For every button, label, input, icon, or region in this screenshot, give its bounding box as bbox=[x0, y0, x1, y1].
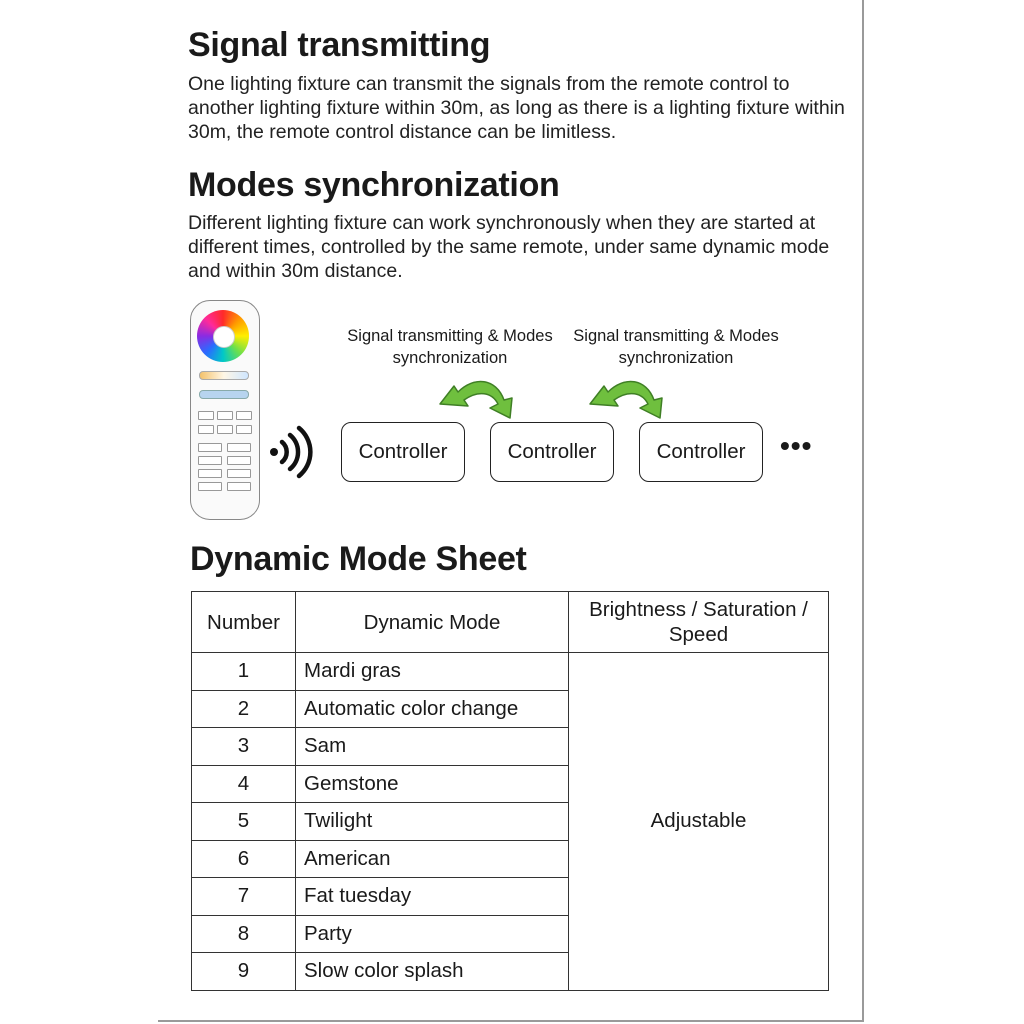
remote-zone-button bbox=[227, 482, 251, 491]
modes-synchronization-text: Different lighting fixture can work sync… bbox=[188, 212, 830, 282]
table-row: 5 Twilight bbox=[191, 802, 829, 841]
row-number: 9 bbox=[191, 952, 296, 991]
curved-arrow-icon bbox=[439, 380, 513, 419]
page-edge-right bbox=[862, 0, 864, 1022]
table-header-row: Number Dynamic Mode Brightness / Saturat… bbox=[191, 591, 829, 653]
remote-button-w bbox=[217, 411, 233, 420]
row-mode: Slow color splash bbox=[295, 952, 569, 991]
arrow-label-1: Signal transmitting & Modes synchronizat… bbox=[347, 327, 553, 367]
signal-transmitting-heading: Signal transmitting bbox=[188, 26, 491, 64]
signal-transmitting-text: One lighting fixture can transmit the si… bbox=[188, 73, 845, 143]
row-mode: Party bbox=[295, 914, 569, 953]
remote-zone-button bbox=[227, 456, 251, 465]
row-mode: Gemstone bbox=[295, 764, 569, 803]
remote-zone-button bbox=[227, 469, 251, 478]
brightness-slider bbox=[199, 390, 249, 399]
controller-box-2: Controller bbox=[490, 422, 614, 482]
row-mode: Twilight bbox=[295, 802, 569, 841]
controller-box-1: Controller bbox=[341, 422, 465, 482]
remote-button-off bbox=[236, 411, 252, 420]
dynamic-mode-table: Number Dynamic Mode Brightness / Saturat… bbox=[191, 591, 829, 991]
row-number: 8 bbox=[191, 914, 296, 953]
column-header-brightness-saturation-speed: Brightness / Saturation / Speed bbox=[568, 591, 829, 653]
row-number: 1 bbox=[191, 652, 296, 691]
curved-arrow-icon bbox=[589, 380, 663, 419]
row-number: 6 bbox=[191, 839, 296, 878]
table-row: 1 Mardi gras Adjustable bbox=[191, 652, 829, 991]
row-number: 5 bbox=[191, 802, 296, 841]
adjustable-cell: Adjustable bbox=[568, 652, 829, 991]
table-row: 6 American bbox=[191, 839, 829, 878]
row-number: 2 bbox=[191, 689, 296, 728]
row-number: 7 bbox=[191, 877, 296, 916]
column-header-dynamic-mode: Dynamic Mode bbox=[295, 591, 569, 653]
dynamic-mode-sheet-heading: Dynamic Mode Sheet bbox=[190, 540, 527, 578]
row-mode: American bbox=[295, 839, 569, 878]
row-mode: Fat tuesday bbox=[295, 877, 569, 916]
wireless-signal-icon bbox=[270, 425, 313, 479]
page-edge-bottom bbox=[158, 1020, 864, 1022]
controller-box-3: Controller bbox=[639, 422, 763, 482]
remote-button-m bbox=[217, 425, 233, 434]
remote-zone-button bbox=[198, 443, 222, 452]
row-mode: Mardi gras bbox=[295, 652, 569, 691]
remote-button-on bbox=[198, 411, 214, 420]
remote-zone-button bbox=[227, 443, 251, 452]
row-mode: Sam bbox=[295, 727, 569, 766]
remote-button-s2 bbox=[236, 425, 252, 434]
column-header-number: Number bbox=[191, 591, 296, 653]
arrow-label-2: Signal transmitting & Modes synchronizat… bbox=[573, 327, 779, 367]
remote-zone-button bbox=[198, 456, 222, 465]
table-row: 2 Automatic color change bbox=[191, 689, 829, 728]
remote-zone-button bbox=[198, 482, 222, 491]
color-wheel-center bbox=[213, 326, 235, 348]
remote-button-s1 bbox=[198, 425, 214, 434]
remote-zone-button bbox=[198, 469, 222, 478]
row-number: 4 bbox=[191, 764, 296, 803]
row-number: 3 bbox=[191, 727, 296, 766]
row-mode: Automatic color change bbox=[295, 689, 569, 728]
table-row: 9 Slow color splash bbox=[191, 952, 829, 991]
more-controllers-ellipsis: ••• bbox=[780, 430, 813, 461]
color-temperature-slider bbox=[199, 371, 249, 380]
modes-synchronization-heading: Modes synchronization bbox=[188, 166, 560, 204]
